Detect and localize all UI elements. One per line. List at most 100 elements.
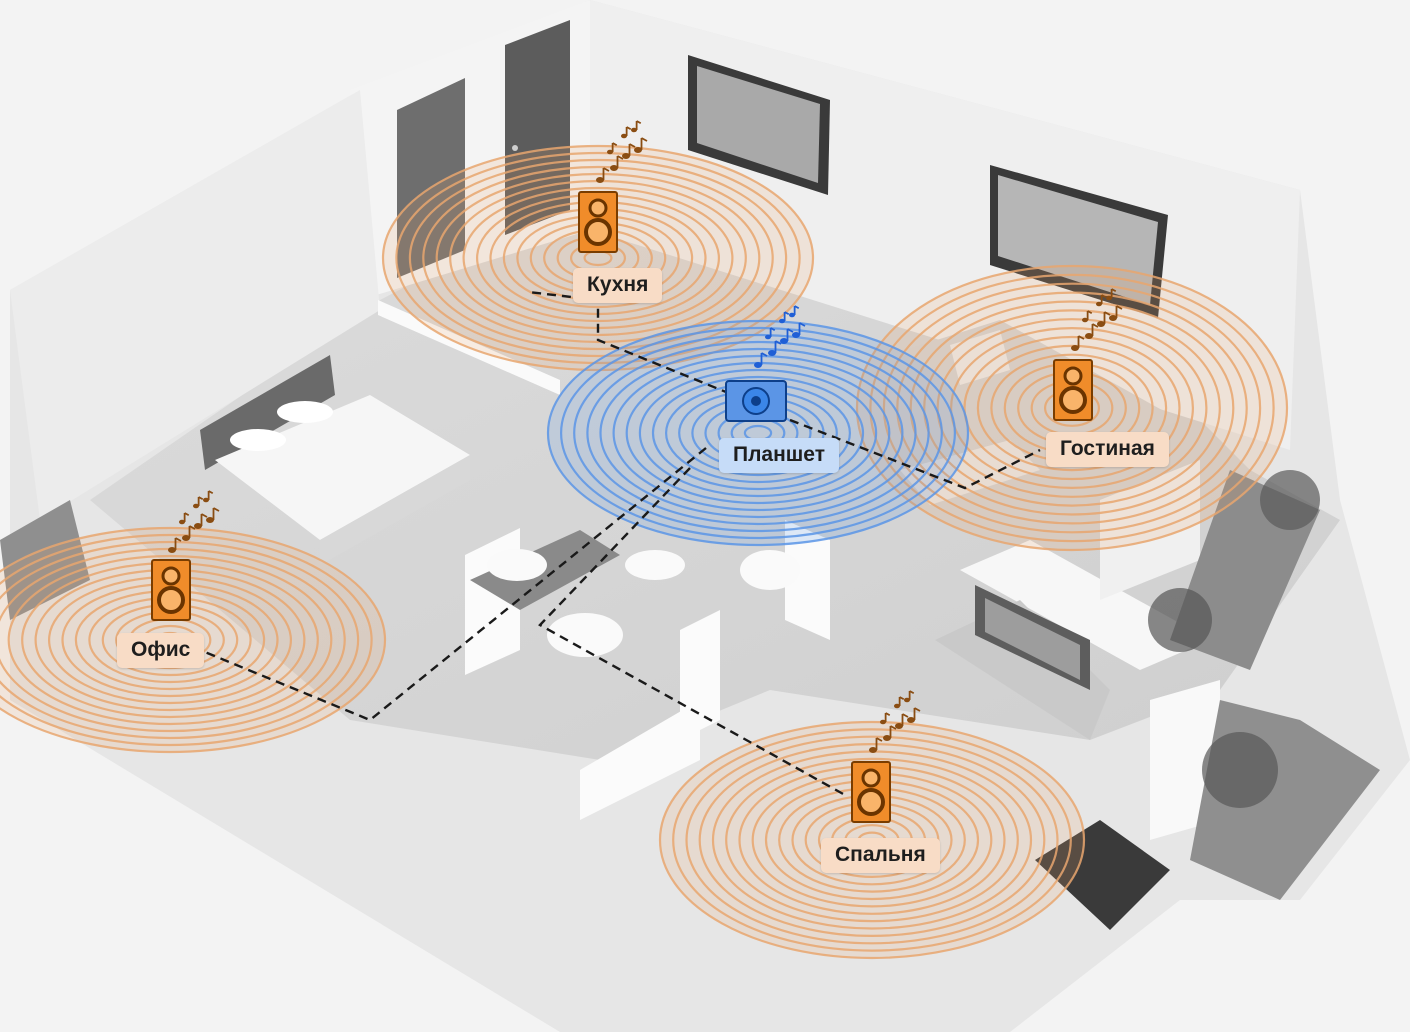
- music-note-head: [1071, 345, 1079, 351]
- music-note-head: [1096, 301, 1102, 307]
- music-note-flag: [612, 142, 618, 147]
- music-note-head: [789, 312, 795, 318]
- music-note-head: [621, 133, 627, 139]
- devices: [151, 191, 1093, 823]
- music-note-flag: [794, 305, 800, 310]
- music-note-head: [754, 362, 762, 368]
- music-note-flag: [213, 507, 220, 512]
- kitchen-music-notes: [596, 120, 648, 183]
- music-note-flag: [184, 512, 190, 517]
- kitchen-label: Кухня: [573, 268, 663, 303]
- kitchen-ring: [422, 165, 774, 351]
- music-note-flag: [914, 707, 921, 712]
- bed: [200, 355, 470, 565]
- music-note-flag: [902, 713, 909, 718]
- music-note-head: [168, 547, 176, 553]
- bedroom-ring: [698, 742, 1046, 937]
- living-room-speaker-icon: [1053, 359, 1093, 421]
- speaker-woofer: [1059, 386, 1087, 414]
- music-note-head: [179, 519, 185, 525]
- living-room-ring: [963, 335, 1181, 481]
- tablet-label: Планшет: [719, 438, 839, 473]
- music-note-flag: [761, 352, 768, 357]
- music-note-flag: [799, 322, 806, 327]
- tablet-ring: [638, 368, 878, 498]
- music-note-head: [596, 177, 604, 183]
- music-note-flag: [787, 328, 794, 333]
- music-note-head: [206, 517, 214, 523]
- music-note-head: [1082, 317, 1088, 323]
- office-ring: [0, 540, 360, 740]
- bedroom-label: Спальня: [821, 838, 940, 873]
- music-note-head: [780, 338, 788, 344]
- plants: [1148, 470, 1320, 808]
- music-note-flag: [1101, 294, 1107, 299]
- living-room-ring: [923, 309, 1221, 507]
- music-note-head: [1097, 321, 1105, 327]
- living-room-music-notes: [1071, 288, 1123, 351]
- music-note-head: [1109, 315, 1117, 321]
- music-note-flag: [201, 513, 208, 518]
- speaker-woofer: [584, 218, 612, 246]
- music-note-flag: [603, 167, 610, 172]
- music-note-flag: [175, 537, 182, 542]
- office-music-notes: [168, 490, 220, 553]
- living-room-ring: [869, 273, 1275, 543]
- music-note-head: [907, 717, 915, 723]
- living-room-ring: [909, 300, 1235, 516]
- music-note-head: [880, 719, 886, 725]
- speaker-tweeter: [588, 198, 608, 218]
- music-note-flag: [876, 737, 883, 742]
- kitchen-ring: [435, 172, 761, 344]
- music-note-flag: [198, 496, 204, 501]
- music-note-flag: [626, 126, 632, 131]
- music-note-flag: [909, 690, 915, 695]
- bedroom-ring: [725, 757, 1019, 923]
- music-note-head: [182, 535, 190, 541]
- music-note-flag: [189, 525, 196, 530]
- office-speaker-icon: [151, 559, 191, 621]
- tablet-ring: [599, 347, 917, 519]
- music-note-head: [610, 165, 618, 171]
- music-note-flag: [775, 340, 782, 345]
- kitchen-ring: [395, 151, 801, 365]
- tablet-music-notes: [754, 305, 806, 368]
- office-label: Офис: [117, 633, 205, 668]
- music-note-head: [607, 149, 613, 155]
- music-note-flag: [899, 696, 905, 701]
- tablet-rings: [546, 319, 970, 547]
- music-note-head: [894, 703, 900, 709]
- tablet-ring: [573, 333, 943, 533]
- kitchen-ring: [408, 158, 788, 358]
- bedroom-music-notes: [869, 690, 921, 753]
- music-note-flag: [890, 725, 897, 730]
- music-note-head: [1106, 295, 1112, 301]
- tablet-ring: [586, 340, 930, 526]
- tv-stand: [935, 585, 1110, 740]
- speaker-tweeter: [161, 566, 181, 586]
- tablet-ring: [559, 326, 956, 540]
- music-notes: [168, 120, 1123, 753]
- kitchen-speaker-icon: [578, 191, 618, 253]
- music-note-flag: [770, 327, 776, 332]
- music-note-head: [193, 503, 199, 509]
- office-ring: [7, 554, 333, 726]
- living-room-ring: [882, 282, 1262, 534]
- speaker-woofer: [857, 788, 885, 816]
- bedroom-ring: [672, 728, 1072, 952]
- speaker-tweeter: [1063, 366, 1083, 386]
- music-note-head: [779, 318, 785, 324]
- music-note-head: [1085, 333, 1093, 339]
- music-note-flag: [636, 120, 642, 125]
- kitchen-connection: [527, 290, 759, 407]
- music-note-flag: [1087, 310, 1093, 315]
- living-room-label: Гостиная: [1046, 432, 1169, 467]
- tablet-speaker-center: [751, 396, 761, 406]
- kitchen-ring: [381, 144, 815, 372]
- music-note-flag: [1116, 305, 1123, 310]
- music-note-head: [765, 334, 771, 340]
- music-note-head: [622, 153, 630, 159]
- living-room-ring: [936, 318, 1208, 498]
- music-note-flag: [1111, 288, 1117, 293]
